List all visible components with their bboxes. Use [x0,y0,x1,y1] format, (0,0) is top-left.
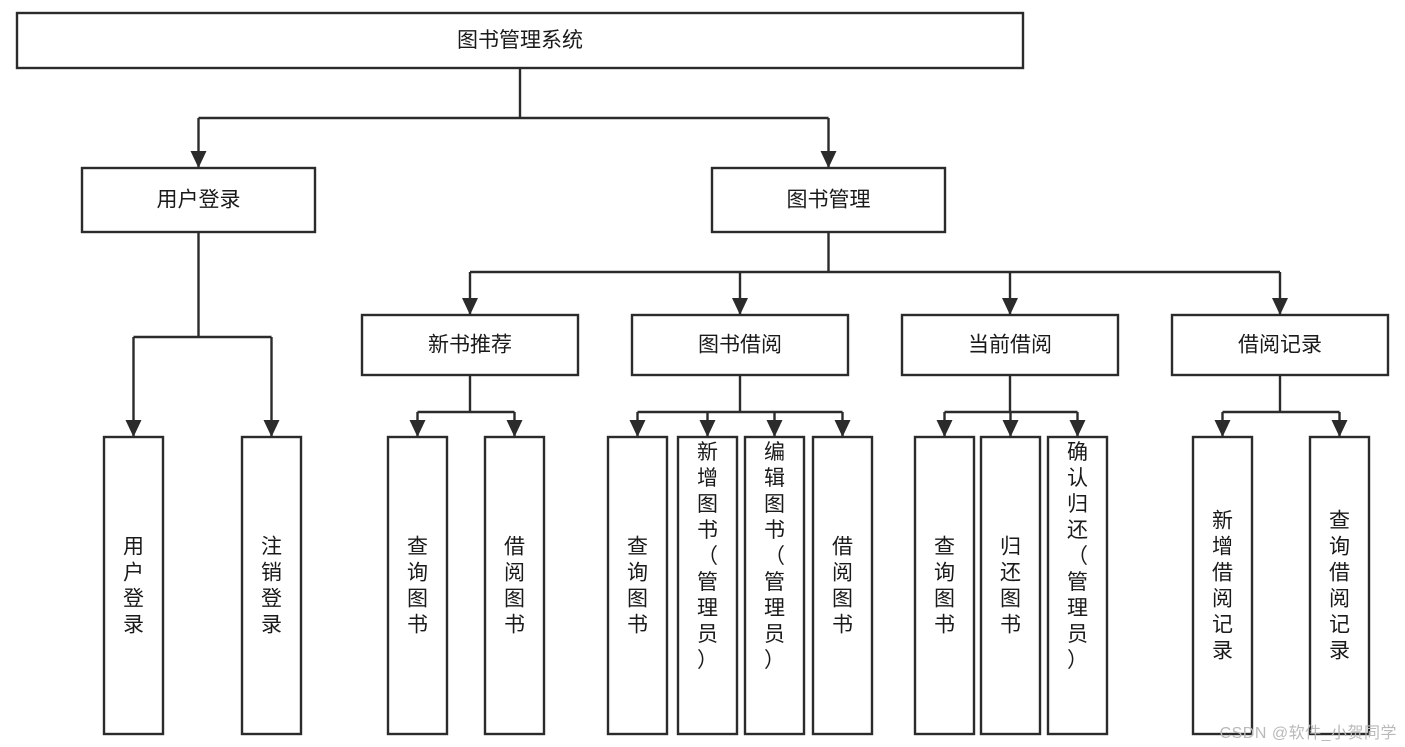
node-label-book-borrow: 图书借阅 [698,334,782,357]
node-box-leaf-logout [240,435,303,736]
arrow-head [936,420,953,437]
node-label-leaf-edit-book-admin: 编辑图书（管理员） [764,441,785,672]
node-box-leaf-query-book-recommend [386,435,449,736]
node-box-borrow-record [1170,313,1390,377]
node-box-leaf-query-borrow-record [1308,435,1371,736]
node-label-leaf-query-book-recommend: 查询图书 [407,536,428,637]
arrow-head [1272,298,1288,315]
node-box-leaf-query-book [606,435,669,736]
csdn-watermark: CSDN @软件_小贺同学 [1219,725,1397,742]
edge-group-book-manage [462,232,1288,315]
arrow-head [1002,298,1018,315]
node-box-leaf-add-borrow-record [1191,435,1254,736]
node-label-user-login: 用户登录 [157,189,241,212]
node-book-borrow[interactable]: 图书借阅 [630,313,850,377]
arrow-head [263,420,280,437]
node-label-leaf-user-login: 用户登录 [123,536,144,637]
edge-group-new-book-recommend [409,375,523,437]
node-leaf-edit-book-admin[interactable]: 编辑图书（管理员） [743,435,806,736]
node-box-leaf-confirm-return-admin [1046,435,1109,736]
arrow-head [506,420,523,437]
arrow-head [732,298,748,315]
arrow-head [125,420,142,437]
node-leaf-logout[interactable]: 注销登录 [240,435,303,736]
arrow-head [462,298,478,315]
node-leaf-add-book-admin[interactable]: 新增图书（管理员） [676,435,739,736]
node-box-leaf-query-book-current [913,435,976,736]
node-box-leaf-user-login [102,435,165,736]
node-new-book-recommend[interactable]: 新书推荐 [360,313,580,377]
edge-group-borrow-record [1214,375,1348,437]
arrow-head [699,420,716,437]
node-leaf-add-borrow-record[interactable]: 新增借阅记录 [1191,435,1254,736]
node-box-root [15,11,1025,70]
node-label-leaf-add-borrow-record: 新增借阅记录 [1212,510,1233,663]
node-box-new-book-recommend [360,313,580,377]
arrow-head [1002,420,1019,437]
edge-group-root [190,68,837,168]
node-leaf-query-book[interactable]: 查询图书 [606,435,669,736]
node-leaf-query-book-current[interactable]: 查询图书 [913,435,976,736]
node-root[interactable]: 图书管理系统 [15,11,1025,70]
node-label-leaf-add-book-admin: 新增图书（管理员） [697,441,718,672]
node-label-leaf-query-book-current: 查询图书 [934,536,955,637]
node-box-leaf-borrow-book-recommend [483,435,546,736]
node-label-new-book-recommend: 新书推荐 [428,334,512,357]
node-borrow-record[interactable]: 借阅记录 [1170,313,1390,377]
edge-group-current-borrow [936,375,1086,437]
node-leaf-user-login[interactable]: 用户登录 [102,435,165,736]
node-leaf-query-book-recommend[interactable]: 查询图书 [386,435,449,736]
node-label-leaf-logout: 注销登录 [261,536,282,637]
node-book-manage[interactable]: 图书管理 [710,166,947,234]
node-label-leaf-borrow-book-recommend: 借阅图书 [504,536,525,637]
arrow-head [834,420,851,437]
node-box-leaf-add-book-admin [676,435,739,736]
arrow-head [409,420,426,437]
node-label-book-manage: 图书管理 [787,189,871,212]
arrow-head [820,151,837,168]
node-leaf-borrow-book[interactable]: 借阅图书 [811,435,874,736]
arrow-head [1069,420,1086,437]
node-leaf-query-borrow-record[interactable]: 查询借阅记录 [1308,435,1371,736]
edge-group-book-borrow [629,375,851,437]
node-leaf-confirm-return-admin[interactable]: 确认归还（管理员） [1046,435,1109,736]
node-box-book-borrow [630,313,850,377]
node-label-leaf-return-book: 归还图书 [1000,536,1021,637]
arrow-head [1214,420,1231,437]
node-box-book-manage [710,166,947,234]
node-box-leaf-return-book [979,435,1042,736]
node-box-leaf-borrow-book [811,435,874,736]
node-box-current-borrow [900,313,1120,377]
connector-layer [125,68,1348,437]
node-label-leaf-query-book: 查询图书 [627,536,648,637]
arrow-head [190,151,207,168]
node-label-borrow-record: 借阅记录 [1238,334,1322,357]
node-current-borrow[interactable]: 当前借阅 [900,313,1120,377]
node-leaf-borrow-book-recommend[interactable]: 借阅图书 [483,435,546,736]
node-label-leaf-borrow-book: 借阅图书 [832,536,853,637]
node-box-leaf-edit-book-admin [743,435,806,736]
arrow-head [629,420,646,437]
node-user-login[interactable]: 用户登录 [80,166,317,234]
node-leaf-return-book[interactable]: 归还图书 [979,435,1042,736]
node-layer: 图书管理系统用户登录图书管理新书推荐图书借阅当前借阅借阅记录用户登录注销登录查询… [15,11,1390,736]
node-label-root: 图书管理系统 [457,29,583,52]
node-label-leaf-query-borrow-record: 查询借阅记录 [1329,510,1350,663]
node-label-current-borrow: 当前借阅 [968,334,1052,357]
edge-group-user-login [125,232,280,437]
node-label-leaf-confirm-return-admin: 确认归还（管理员） [1067,441,1088,672]
arrow-head [766,420,783,437]
node-box-user-login [80,166,317,234]
arrow-head [1331,420,1348,437]
